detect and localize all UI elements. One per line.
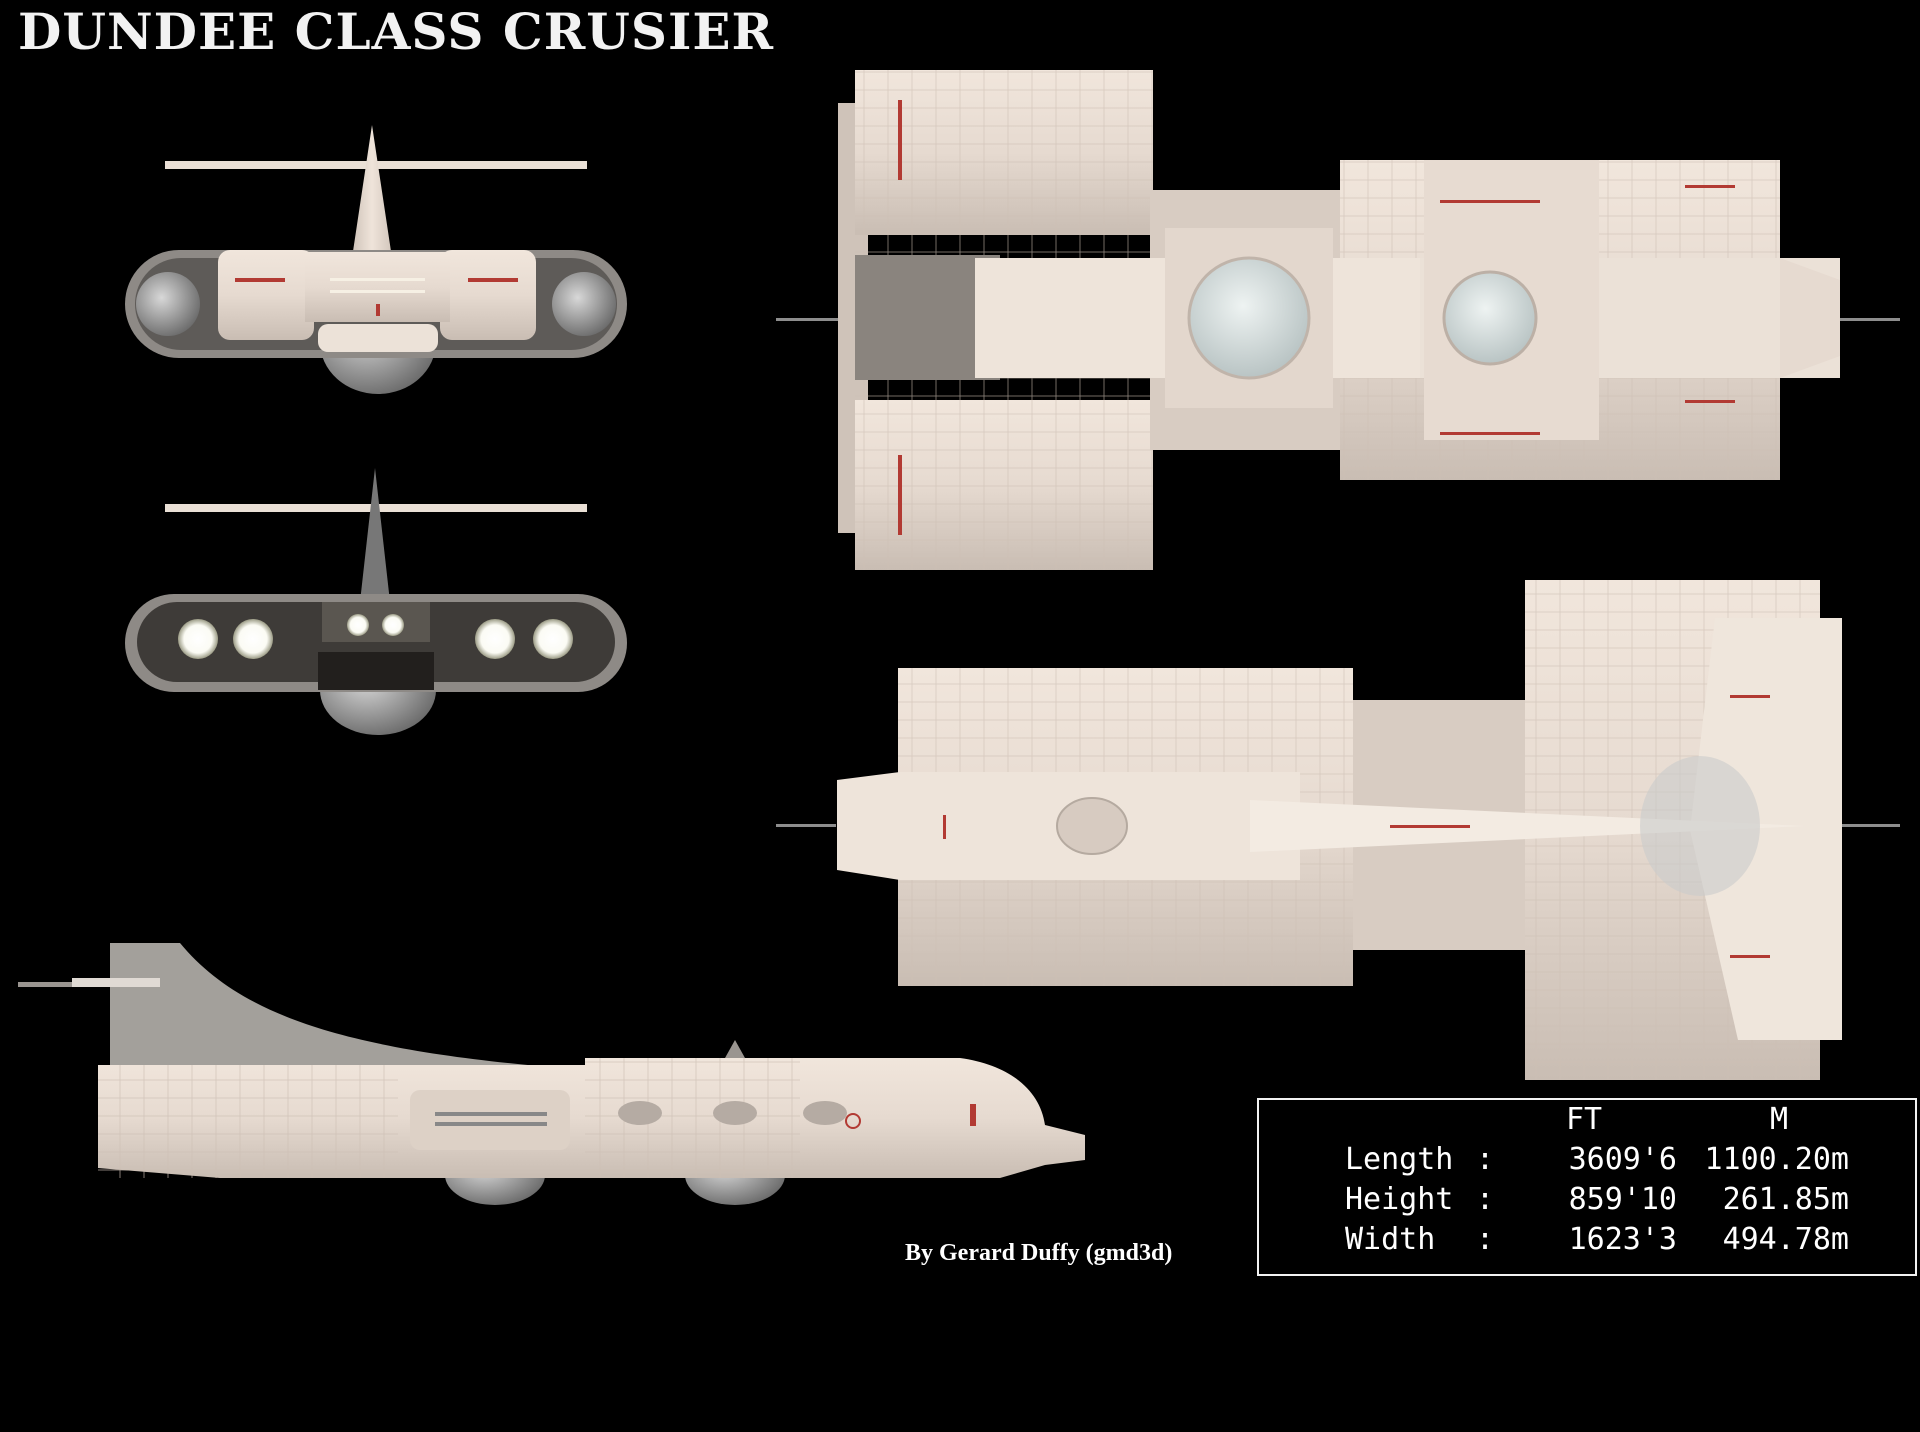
spec-ft: 3609'6 [1568, 1142, 1677, 1177]
spec-colon: : [1476, 1182, 1495, 1217]
top-view [776, 70, 1900, 570]
header-ft: FT [1565, 1102, 1603, 1137]
spec-row-length: Length : 3609'6 1100.20m [1259, 1142, 1915, 1180]
side-view [18, 943, 1085, 1205]
spec-label: Width [1345, 1222, 1436, 1257]
bottom-view [776, 580, 1900, 1080]
spec-row-width: Width : 1623'3 494.78m [1259, 1222, 1915, 1260]
front-view [125, 125, 627, 394]
spec-label: Length [1345, 1142, 1454, 1177]
spec-ft: 859'10 [1568, 1182, 1677, 1217]
spec-m: 261.85m [1722, 1182, 1849, 1217]
spec-m: 494.78m [1722, 1222, 1849, 1257]
spec-ft: 1623'3 [1568, 1222, 1677, 1257]
header-m: M [1769, 1102, 1789, 1137]
rear-view [125, 468, 627, 735]
spec-label: Height [1345, 1182, 1454, 1217]
ship-views [18, 70, 1900, 1205]
spec-row-height: Height : 859'10 261.85m [1259, 1182, 1915, 1220]
author-credit: By Gerard Duffy (gmd3d) [905, 1240, 1173, 1266]
spec-colon: : [1476, 1142, 1495, 1177]
specs-header-row: FT M [1259, 1102, 1915, 1140]
specs-table: FT M Length : 3609'6 1100.20m Height : 8… [1257, 1098, 1917, 1276]
diagram-title: DUNDEE CLASS CRUSIER [18, 2, 775, 61]
spec-colon: : [1476, 1222, 1495, 1257]
spec-m: 1100.20m [1704, 1142, 1850, 1177]
